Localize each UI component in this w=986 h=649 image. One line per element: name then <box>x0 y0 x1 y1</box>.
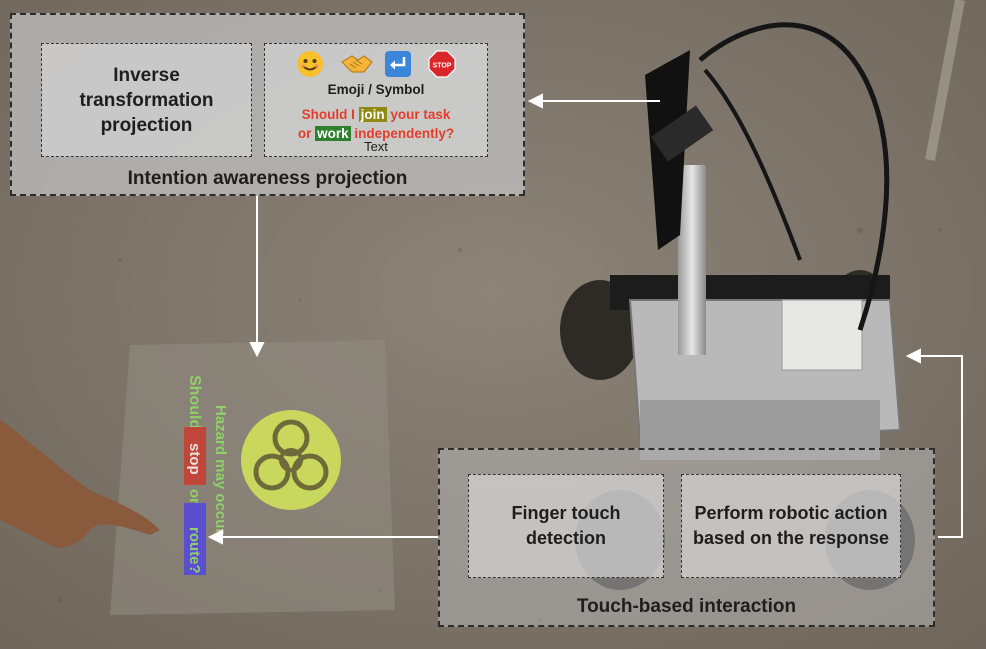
floor-route-button[interactable] <box>184 503 206 575</box>
intention-awareness-caption: Intention awareness projection <box>127 168 408 189</box>
inverse-transformation-label: Inverse transformation projection <box>79 64 214 136</box>
question-line-2: or work independently? <box>265 124 487 143</box>
robot-control-box <box>781 299 863 371</box>
floor-stop-label: stop <box>186 443 203 475</box>
arrow-robot-to-panel-head <box>527 93 543 109</box>
emoji-symbol-box: STOP Emoji / Symbol Should I join your t… <box>264 43 488 157</box>
flow-arrows <box>207 93 963 545</box>
arrow-touch-to-robot <box>920 355 963 538</box>
robot-cable-2 <box>703 68 802 261</box>
robot-projector <box>650 105 714 162</box>
finger-touch-box: Finger touch detection <box>468 474 664 578</box>
biohazard-symbol <box>241 410 341 510</box>
return-arrow-icon <box>384 50 412 78</box>
robot-pole <box>678 165 706 355</box>
robotic-action-box: Perform robotic action based on the resp… <box>681 474 901 578</box>
question-line-1: Should I join your task <box>265 105 487 124</box>
text-footer-label: Text <box>364 139 388 154</box>
question-line1-pre: Should I <box>301 107 359 122</box>
inverse-transformation-box: Inverse transformation projection <box>41 43 252 157</box>
question-line2-pre: or <box>297 126 316 141</box>
floor-route-label: route? <box>186 527 203 574</box>
floor-hazard-text: Hazard may occur. <box>212 405 229 538</box>
floor-reflection <box>925 0 965 161</box>
question-text: Should I join your task or work independ… <box>265 105 487 143</box>
intention-awareness-panel: Inverse transformation projection STOP E… <box>10 13 525 196</box>
handshake-emoji-icon <box>340 50 373 78</box>
arrow-touch-to-floor-head <box>207 529 223 545</box>
stop-sign-text: STOP <box>433 63 452 70</box>
floor-stop-button[interactable] <box>184 427 206 485</box>
emoji-symbol-heading: Emoji / Symbol <box>327 82 425 97</box>
question-line1-post: your task <box>386 107 451 122</box>
arrow-panel-to-floor-head <box>249 342 265 358</box>
question-line2-post: independently? <box>350 126 455 141</box>
finger-touch-label: Finger touch detection <box>511 503 621 548</box>
pointing-hand <box>0 420 160 548</box>
arrow-touch-to-robot-head <box>905 348 921 364</box>
emoji-row: STOP <box>265 50 487 78</box>
question-join-highlight: join <box>358 107 387 122</box>
stop-sign-icon: STOP <box>428 50 456 78</box>
touch-interaction-panel: Finger touch detection Perform robotic a… <box>438 448 935 627</box>
question-work-highlight: work <box>315 126 351 141</box>
floor-text-or: or <box>186 489 203 504</box>
robotic-action-label: Perform robotic action based on the resp… <box>692 503 890 548</box>
touch-interaction-caption: Touch-based interaction <box>576 596 797 617</box>
floor-text-should-i: Should I <box>186 375 203 438</box>
smile-emoji-icon <box>296 50 324 78</box>
robot-cable <box>698 22 890 331</box>
